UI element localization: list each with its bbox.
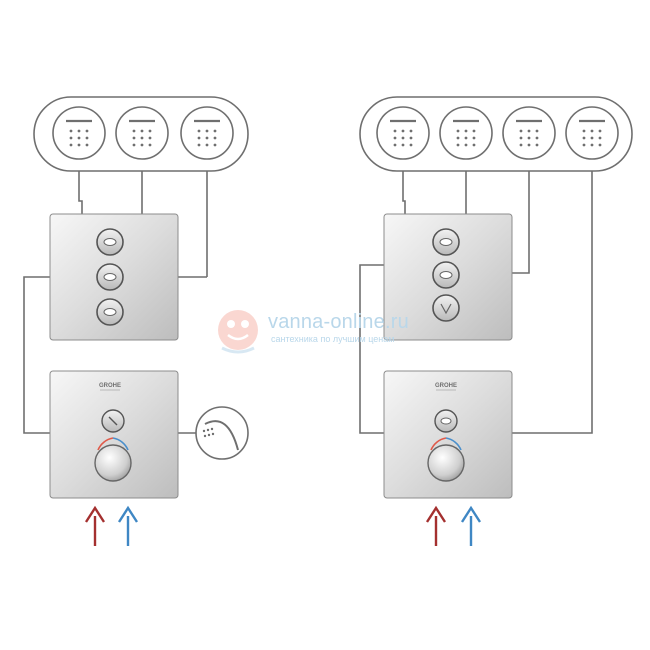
cold-indicator	[112, 437, 129, 451]
left-thermostat: GROHE	[49, 370, 179, 499]
spray-mode-icon	[440, 303, 452, 315]
right-outlet-1	[376, 106, 430, 160]
module-button-1[interactable]	[432, 228, 460, 256]
brand-logo: GROHE	[435, 383, 457, 389]
left-outlet-2	[115, 106, 169, 160]
module-button-2[interactable]	[96, 263, 124, 291]
left-hot-arrow	[84, 505, 106, 546]
right-outlet-3	[502, 106, 556, 160]
hot-indicator	[430, 437, 447, 451]
left-outlet-3	[180, 106, 234, 160]
right-cold-arrow	[460, 505, 482, 546]
watermark-title: vanna-online.ru	[268, 311, 409, 334]
flow-toggle-button[interactable]	[434, 409, 458, 433]
right-outlet-bar	[359, 96, 633, 172]
right-system: GROHE	[359, 96, 633, 546]
watermark-title-part3: .ru	[384, 311, 409, 333]
right-outlet-4	[565, 106, 619, 160]
right-pipes	[359, 171, 593, 434]
hot-indicator	[97, 437, 114, 451]
cold-indicator	[445, 437, 462, 451]
left-cold-arrow	[117, 505, 139, 546]
right-thermostat: GROHE	[383, 370, 513, 499]
right-hot-arrow	[425, 505, 447, 546]
left-system: GROHE	[23, 96, 249, 546]
left-selector-module	[49, 213, 179, 341]
right-outlet-2	[439, 106, 493, 160]
shower-toggle-button[interactable]	[101, 409, 125, 433]
hand-shower-bubble	[195, 406, 249, 460]
watermark-title-part2: online	[330, 311, 385, 333]
left-pipes	[23, 171, 208, 434]
left-outlet-1	[52, 106, 106, 160]
module-button-3[interactable]	[432, 294, 460, 322]
temperature-knob[interactable]	[94, 444, 132, 482]
watermark-title-part1: vanna-	[268, 311, 331, 333]
hand-shower-icon	[108, 416, 118, 426]
module-button-1[interactable]	[96, 228, 124, 256]
module-button-3[interactable]	[96, 298, 124, 326]
brand-logo: GROHE	[99, 383, 121, 389]
watermark-logo	[218, 310, 258, 354]
module-button-2[interactable]	[432, 261, 460, 289]
watermark-subtitle: сантехника по лучшим ценам	[271, 334, 395, 344]
hand-shower-icon	[204, 420, 239, 451]
temperature-knob[interactable]	[427, 444, 465, 482]
right-selector-module	[383, 213, 513, 341]
